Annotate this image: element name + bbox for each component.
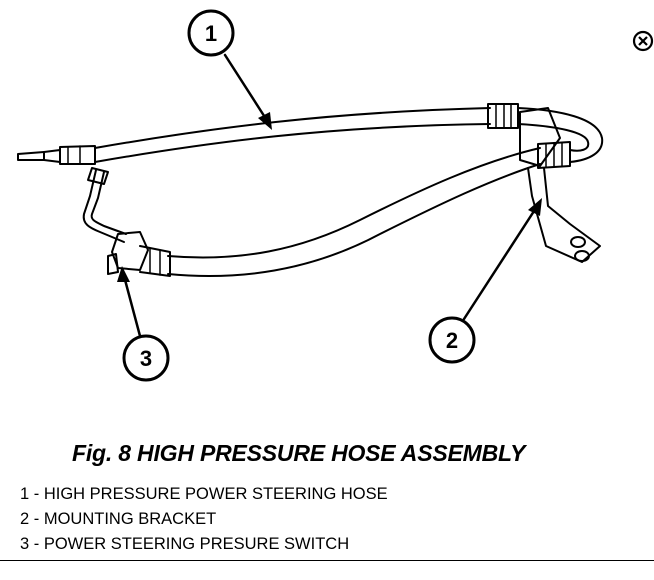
callout-1-number: 1 [205, 21, 217, 46]
left-fitting [43, 149, 61, 163]
bottom-divider [0, 560, 654, 561]
pressure-switch-connector [107, 253, 119, 275]
callout-1-circle [187, 9, 235, 57]
lower-right-crimp [537, 141, 571, 169]
legend-item: 3 - POWER STEERING PRESURE SWITCH [20, 535, 350, 553]
pressure-switch-body [111, 231, 149, 271]
left-tube [90, 171, 127, 235]
callout-3-leader [122, 274, 142, 338]
mounting-bracket-leg [527, 167, 601, 263]
callout-2-number: 2 [446, 328, 458, 353]
callout-2-arrowhead [528, 198, 542, 216]
callout-2-circle [428, 316, 476, 364]
lower-hose-outline [167, 147, 541, 259]
legend-list: 1 - HIGH PRESSURE POWER STEERING HOSE 2 … [20, 482, 388, 557]
callout-3-circle [122, 334, 170, 382]
callout-1-leader [223, 53, 270, 124]
legend-item: 2 - MOUNTING BRACKET [20, 510, 217, 528]
figure-caption: Fig. 8 HIGH PRESSURE HOSE ASSEMBLY [72, 440, 526, 466]
bracket-plate [519, 107, 561, 167]
pressure-switch-fitting [139, 245, 171, 277]
bracket-bolt [574, 250, 590, 262]
close-icon[interactable] [632, 30, 654, 52]
callout-3-number: 3 [140, 346, 152, 371]
lower-hose-outline [167, 163, 541, 277]
left-tube [82, 169, 125, 243]
left-fitting [59, 145, 96, 165]
hose-assembly-diagram: 1 2 3 [17, 9, 604, 382]
callout-2-leader [462, 206, 538, 321]
left-fitting-tip [17, 151, 45, 161]
upper-hose-outline [94, 107, 491, 149]
callout-1-arrowhead [258, 112, 272, 130]
upper-hose-outline [94, 123, 491, 163]
callout-3-arrowhead [117, 266, 130, 282]
left-tube-nut [87, 167, 109, 185]
upper-right-crimp [487, 103, 519, 129]
upper-tube [517, 123, 590, 152]
bracket-bolt [570, 236, 586, 248]
upper-tube [517, 107, 604, 163]
legend-item: 1 - HIGH PRESSURE POWER STEERING HOSE [20, 485, 388, 503]
